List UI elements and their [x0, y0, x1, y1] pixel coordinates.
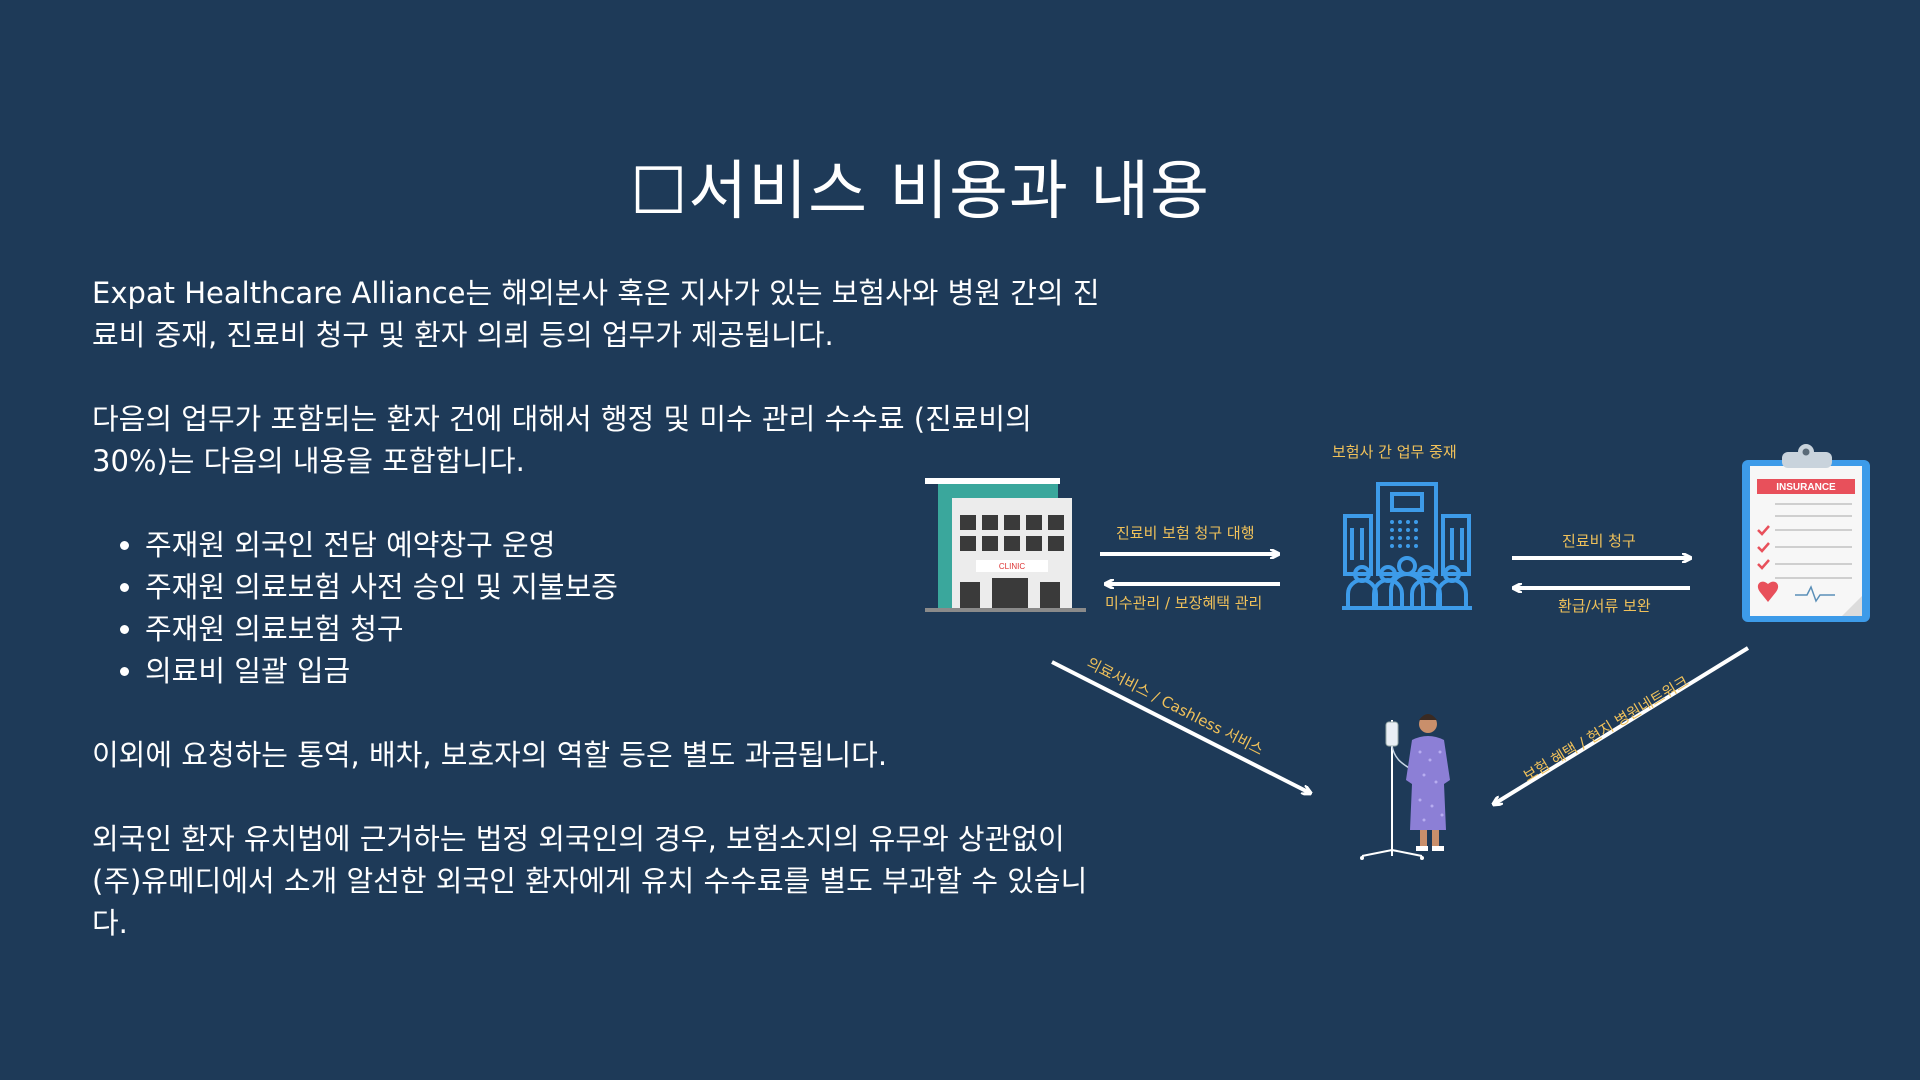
- service-list: 주재원 외국인 전담 예약창구 운영 주재원 의료보험 사전 승인 및 지불보증…: [92, 524, 1112, 692]
- fee-paragraph: 다음의 업무가 포함되는 환자 건에 대해서 행정 및 미수 관리 수수료 (진…: [92, 402, 1032, 478]
- label-refund-documents: 환급/서류 보완: [1558, 597, 1651, 615]
- list-item: 주재원 의료보험 청구: [145, 608, 1112, 650]
- list-item: 주재원 의료보험 사전 승인 및 지불보증: [145, 566, 1112, 608]
- extra-charges-paragraph: 이외에 요청하는 통역, 배차, 보호자의 역할 등은 별도 과금됩니다.: [92, 738, 888, 772]
- label-receivable-management: 미수관리 / 보장혜택 관리: [1105, 594, 1263, 612]
- arrow-clinic-to-patient: [1051, 660, 1310, 793]
- list-item: 의료비 일괄 입금: [145, 650, 1112, 692]
- clinic-building-icon: CLINIC: [925, 478, 1086, 612]
- clinic-sign-text: CLINIC: [999, 562, 1025, 571]
- label-claim-proxy: 진료비 보험 청구 대행: [1116, 524, 1255, 542]
- flow-arrows: [1051, 554, 1750, 804]
- list-item: 주재원 외국인 전담 예약창구 운영: [145, 524, 1112, 566]
- office-building-people-icon: [1342, 482, 1472, 610]
- arrow-insurer-to-patient: [1494, 646, 1750, 804]
- slide-title: ☐서비스 비용과 내용: [629, 155, 1211, 229]
- patient-iv-icon: [1360, 714, 1450, 860]
- center-label: 보험사 간 업무 중재: [1332, 443, 1457, 461]
- legal-paragraph: 외국인 환자 유치법에 근거하는 법정 외국인의 경우, 보험소지의 유무와 상…: [92, 822, 1088, 940]
- intro-paragraph: Expat Healthcare Alliance는 해외본사 혹은 지사가 있…: [92, 276, 1100, 352]
- body-text: Expat Healthcare Alliance는 해외본사 혹은 지사가 있…: [92, 272, 1112, 986]
- insurance-label-text: INSURANCE: [1776, 482, 1836, 493]
- insurance-clipboard-icon: INSURANCE: [1742, 444, 1870, 622]
- label-medical-claim: 진료비 청구: [1562, 532, 1636, 550]
